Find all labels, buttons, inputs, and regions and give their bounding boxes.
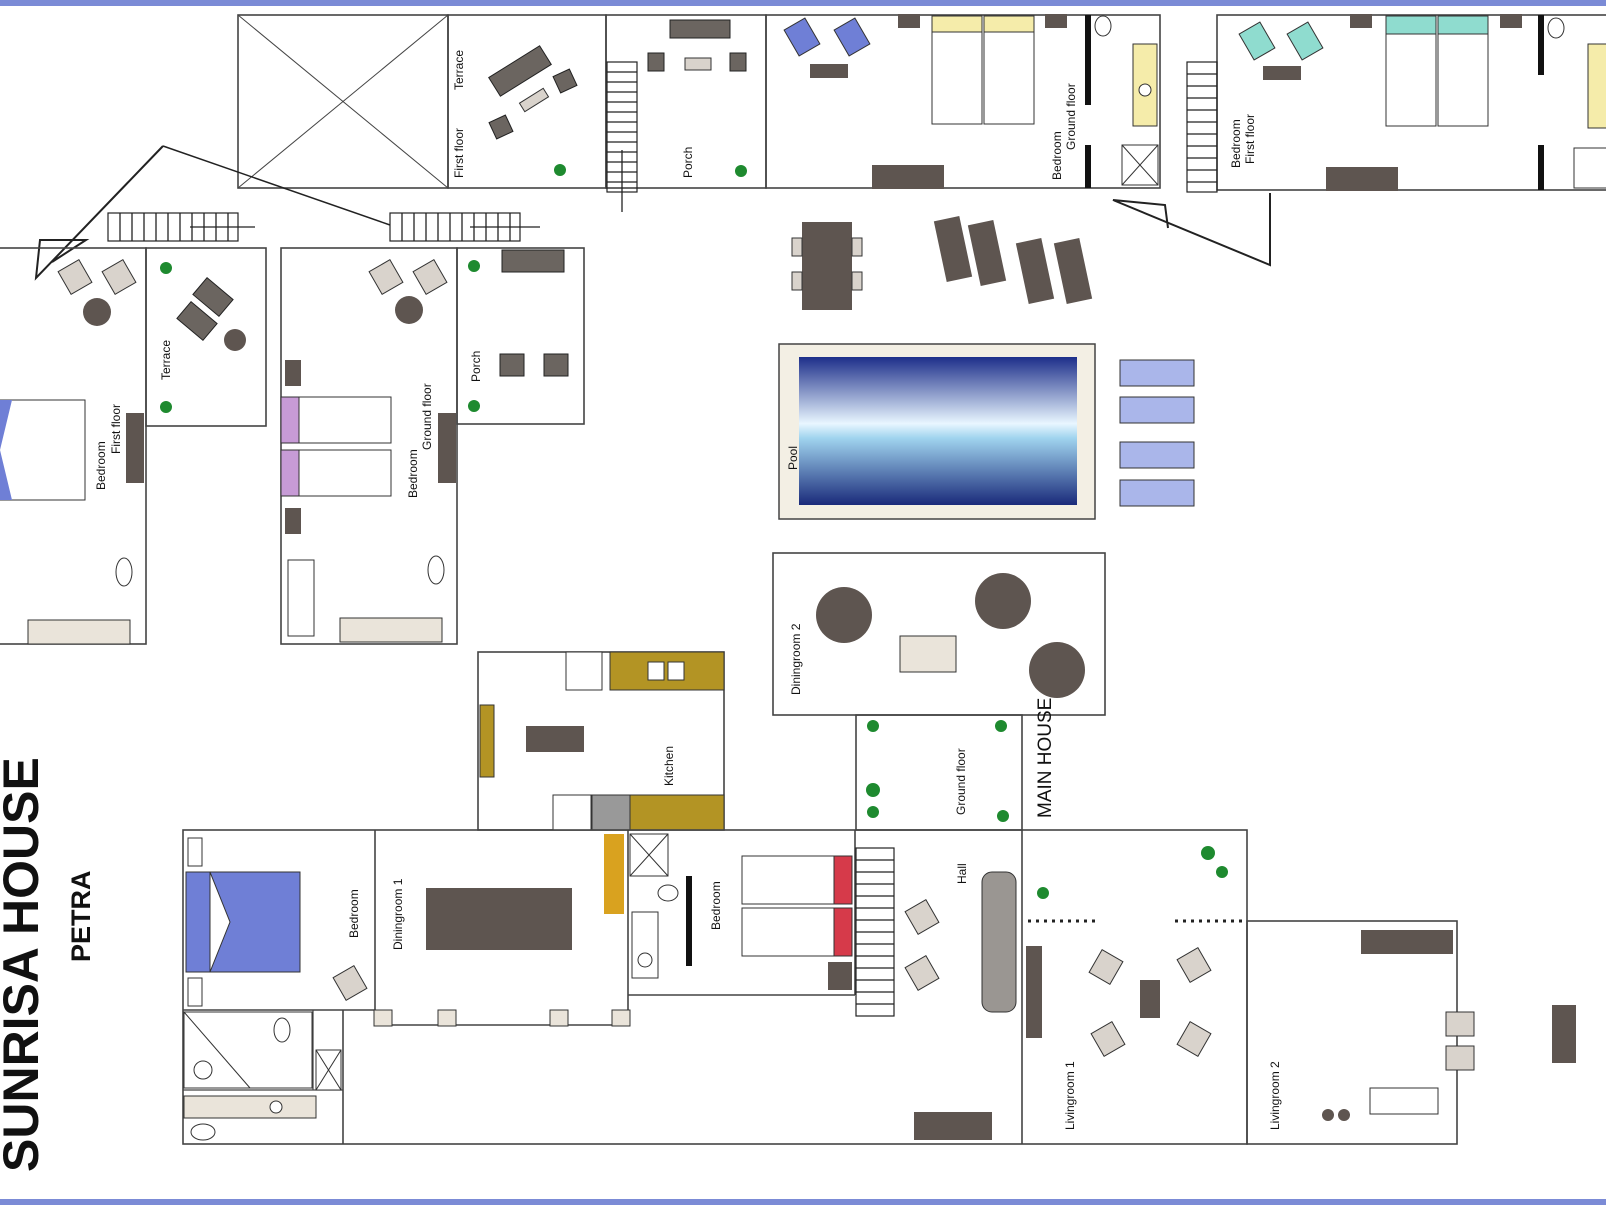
porch-left-label: Porch (469, 351, 483, 382)
livingroom1-label: Livingroom 1 (1063, 1061, 1077, 1130)
house-title: SUNRISA HOUSE (0, 757, 49, 1172)
diningroom1: Diningroom 1 (373, 830, 631, 1027)
bedroom-first-left-label: Bedroom (94, 441, 108, 490)
kitchen-label: Kitchen (662, 746, 676, 786)
diningroom2-label: Diningroom 2 (789, 623, 803, 695)
plant-icon (1037, 887, 1049, 899)
plant-icon (867, 720, 879, 732)
bedroom-ground-left-label: Bedroom (406, 449, 420, 498)
livingroom1: Livingroom 1 (1026, 846, 1247, 1130)
livingroom2: Livingroom 2 (1268, 930, 1576, 1130)
plant-icon (997, 810, 1009, 822)
bedroom-first-left-floor: First floor (109, 404, 123, 454)
bedroom-ground-top (765, 14, 1161, 189)
bedroom-first-top-right (1186, 14, 1606, 193)
plant-icon (866, 783, 880, 797)
bedroom-main-mid: Bedroom (628, 830, 856, 996)
plant-icon (160, 401, 172, 413)
porch-left: Porch (456, 247, 585, 425)
ground-floor-main: Ground floor (855, 714, 1023, 831)
staircase-hall (855, 847, 895, 1017)
staircase-top-right (1186, 61, 1218, 193)
pool: Pool (778, 343, 1096, 520)
terrace-left: Terrace (145, 247, 267, 427)
bedroom-first-left: Bedroom First floor (0, 247, 147, 645)
hall: Hall (855, 830, 1023, 1144)
bedroom-ground-top-floor: Ground floor (1064, 83, 1078, 150)
bedroom-main-left: Bedroom (183, 830, 376, 1011)
porch-top-label: Porch (681, 147, 695, 178)
bedroom-ground-left: Bedroom Ground floor (280, 247, 458, 645)
bathroom-main-left (183, 1010, 344, 1144)
void-area (237, 14, 449, 189)
plant-icon (160, 262, 172, 274)
terrace-top-floor: First floor (452, 128, 466, 178)
terrace-left-label: Terrace (159, 340, 173, 380)
pool-loungers (1119, 359, 1195, 507)
main-house-label: MAIN HOUSE (1035, 698, 1056, 818)
staircase-left-a (107, 212, 255, 242)
plant-icon (468, 400, 480, 412)
ground-floor-main-label: Ground floor (954, 748, 968, 815)
pool-label: Pool (786, 446, 800, 470)
plant-icon (1216, 866, 1228, 878)
staircase-top (606, 61, 638, 212)
plant-icon (554, 164, 566, 176)
porch-top (605, 14, 767, 212)
bottom-frame-bar (0, 1199, 1606, 1205)
sun-loungers (933, 215, 1093, 305)
plant-icon (735, 165, 747, 177)
top-frame-bar (0, 0, 1606, 6)
bedroom-first-top-right-floor: First floor (1243, 114, 1257, 164)
house-subtitle: PETRA (66, 870, 96, 962)
hall-label: Hall (955, 863, 969, 884)
plant-icon (1201, 846, 1215, 860)
plant-icon (867, 806, 879, 818)
bedroom-main-left-label: Bedroom (347, 889, 361, 938)
outdoor-dining-table (791, 222, 863, 310)
terrace-top-label: Terrace (452, 50, 466, 90)
bedroom-ground-top-label: Bedroom (1050, 131, 1064, 180)
bedroom-main-mid-label: Bedroom (709, 881, 723, 930)
kitchen: Kitchen (477, 651, 725, 831)
terrace-first-floor-top (447, 14, 607, 189)
bedroom-first-top-right-label: Bedroom (1229, 119, 1243, 168)
diningroom2: Diningroom 2 (772, 552, 1106, 716)
diningroom1-label: Diningroom 1 (391, 878, 405, 950)
plant-icon (995, 720, 1007, 732)
livingroom2-label: Livingroom 2 (1268, 1061, 1282, 1130)
plant-icon (468, 260, 480, 272)
bedroom-ground-left-floor: Ground floor (420, 383, 434, 450)
staircase-left-b (389, 212, 540, 242)
